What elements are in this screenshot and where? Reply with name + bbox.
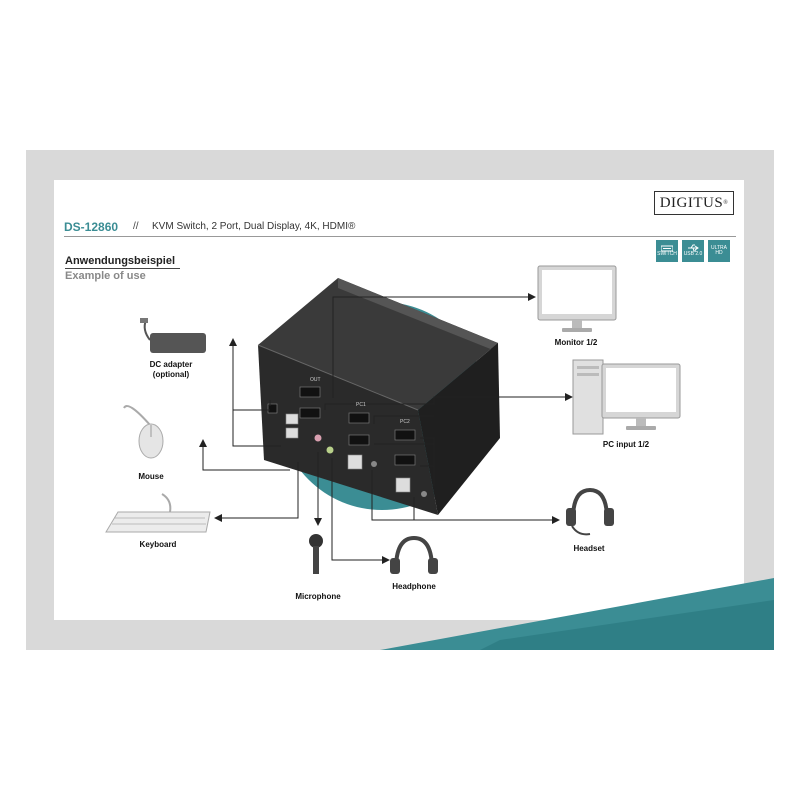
label-microphone: Microphone bbox=[295, 592, 341, 601]
section-title-de: Anwendungsbeispiel bbox=[65, 255, 176, 267]
badge-switch-text: SWITCH bbox=[657, 250, 677, 257]
label-keyboard: Keyboard bbox=[139, 540, 177, 549]
switch-label-pc1: PC1 bbox=[356, 402, 366, 408]
label-pc: PC input 1/2 bbox=[602, 440, 650, 449]
mouse-icon bbox=[123, 405, 164, 459]
monitor-icon bbox=[537, 265, 617, 332]
digitus-logo: DIGITUS® bbox=[654, 191, 734, 215]
label-headset: Headset bbox=[573, 544, 605, 553]
label-dc-adapter-note: (optional) bbox=[152, 370, 190, 379]
pc-icon bbox=[572, 359, 681, 435]
badge-usb: USB 2.0 bbox=[682, 240, 704, 262]
usb-icon bbox=[688, 244, 699, 252]
dc-adapter-icon bbox=[140, 318, 206, 353]
headphone-icon bbox=[390, 535, 438, 574]
label-monitor: Monitor 1/2 bbox=[554, 338, 598, 347]
switch-icon bbox=[661, 245, 673, 252]
arrow-heads bbox=[199, 293, 573, 564]
switch-label-out: OUT bbox=[310, 377, 321, 383]
keyboard-icon bbox=[105, 493, 211, 533]
microphone-icon bbox=[309, 534, 323, 574]
label-mouse: Mouse bbox=[138, 472, 164, 481]
label-dc-adapter: DC adapter bbox=[149, 360, 193, 369]
label-headphone: Headphone bbox=[392, 582, 436, 591]
product-code: DS-12860 bbox=[64, 220, 119, 234]
logo-mark: ® bbox=[723, 200, 729, 206]
section-title-underline bbox=[65, 268, 180, 269]
ultra-hd-icon: ULTRA HD bbox=[710, 244, 728, 256]
badge-ultra-hd: ULTRA HD bbox=[708, 240, 730, 262]
headset-icon bbox=[566, 487, 614, 536]
badge-usb-text: USB 2.0 bbox=[683, 251, 703, 258]
header-separator: // bbox=[133, 221, 139, 232]
header-divider bbox=[64, 236, 736, 237]
logo-text: DIGITUS bbox=[659, 194, 724, 211]
product-name: KVM Switch, 2 Port, Dual Display, 4K, HD… bbox=[152, 221, 356, 232]
badge-switch: SWITCH bbox=[656, 240, 678, 262]
section-title-en: Example of use bbox=[65, 270, 146, 282]
connection-lines bbox=[202, 296, 565, 561]
switch-label-pc2: PC2 bbox=[400, 419, 410, 425]
